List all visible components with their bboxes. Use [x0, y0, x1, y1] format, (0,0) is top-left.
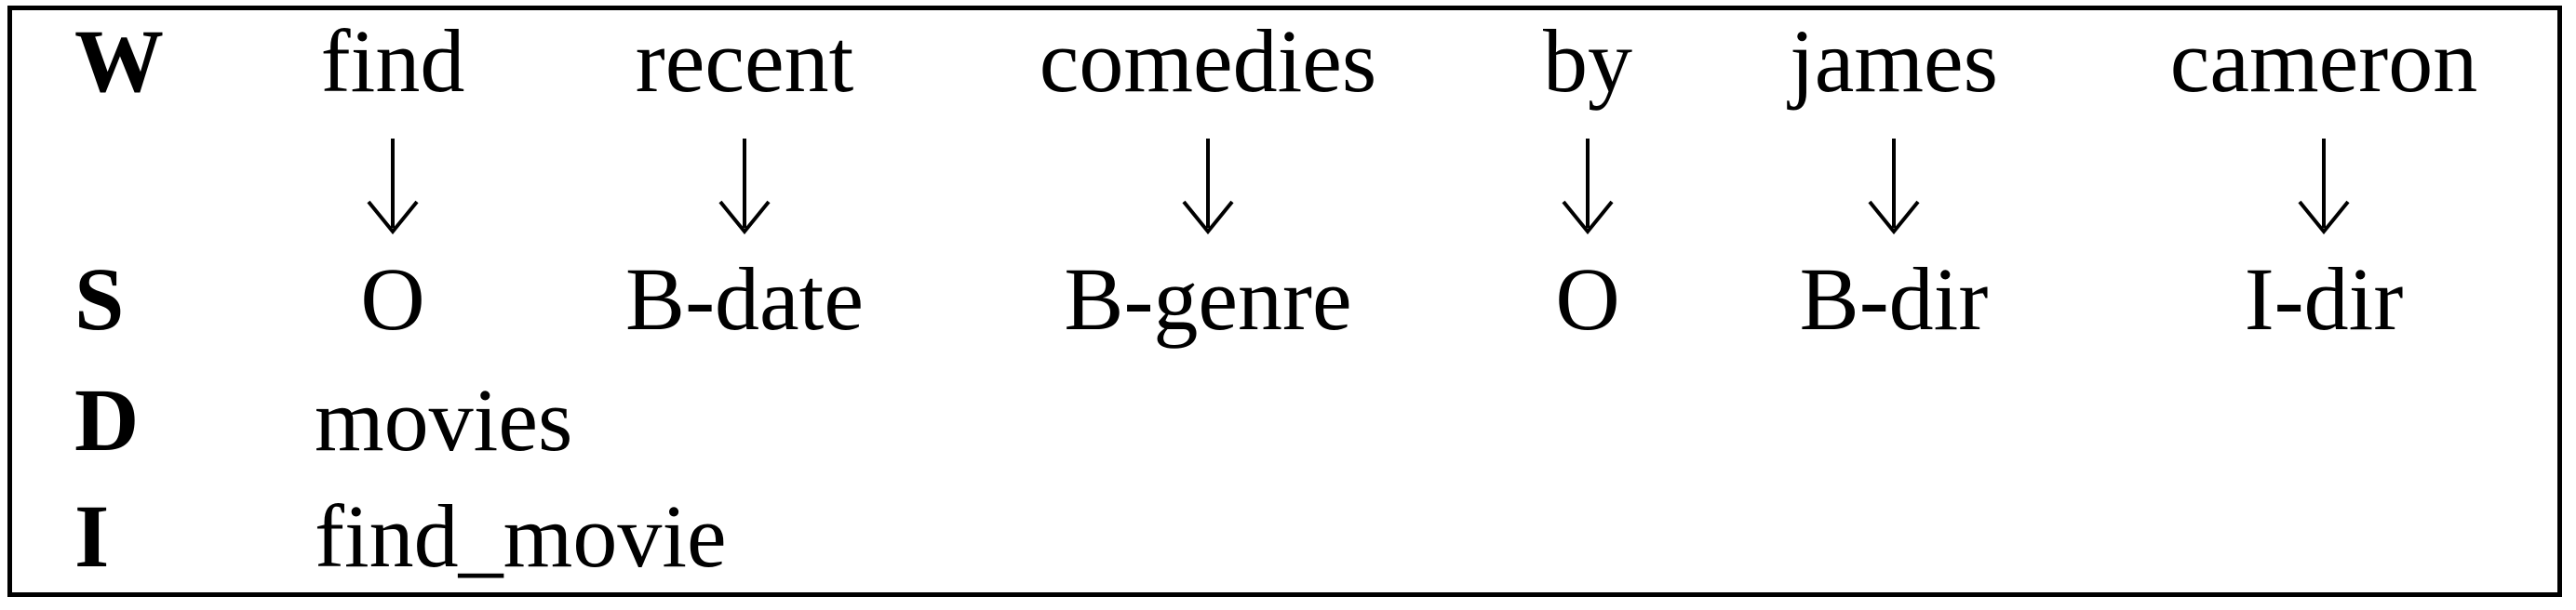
down-arrow-icon: [1562, 139, 1614, 235]
word-token: find: [320, 11, 465, 111]
slot-tag: B-date: [625, 249, 864, 349]
word-token: cameron: [2169, 11, 2478, 111]
slot-tag: O: [360, 249, 425, 349]
example-frame: [7, 6, 2562, 597]
down-arrow-icon: [367, 139, 419, 235]
slot-tag: I-dir: [2244, 249, 2404, 349]
domain-value: movies: [315, 370, 573, 470]
words-row-label: W: [74, 11, 164, 111]
word-token: by: [1543, 11, 1632, 111]
intent-value: find_movie: [315, 486, 727, 586]
down-arrow-icon: [2298, 139, 2350, 235]
down-arrow-icon: [1182, 139, 1234, 235]
down-arrow-icon: [718, 139, 771, 235]
down-arrow-icon: [1868, 139, 1920, 235]
domain-row-label: D: [74, 370, 140, 470]
word-token: comedies: [1039, 11, 1377, 111]
slot-tag: O: [1555, 249, 1620, 349]
word-token: recent: [635, 11, 854, 111]
intent-row-label: I: [74, 486, 110, 586]
slot-tag: B-dir: [1799, 249, 1989, 349]
slots-row-label: S: [74, 249, 125, 349]
word-token: james: [1790, 11, 1998, 111]
slot-tag: B-genre: [1064, 249, 1352, 349]
